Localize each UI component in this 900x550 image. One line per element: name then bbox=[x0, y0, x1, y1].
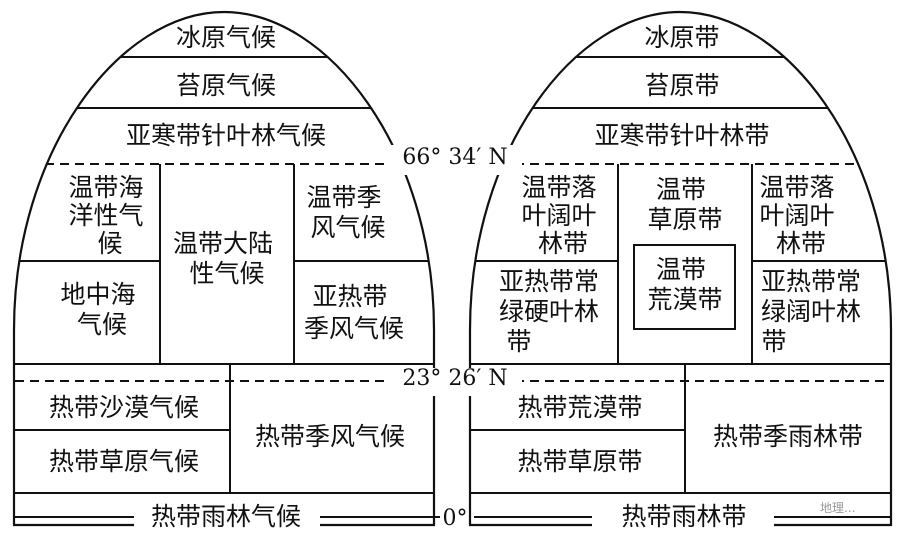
label-subarctic-climate: 亚寒带针叶林气候 bbox=[126, 121, 326, 150]
label-taiga-zone: 亚寒带针叶林带 bbox=[594, 121, 769, 150]
label-tropical-rainforest-climate: 热带雨林气候 bbox=[151, 502, 301, 531]
latitude-arctic-circle: 66° 34′ N bbox=[402, 145, 507, 170]
label-tundra-climate: 苔原气候 bbox=[176, 71, 276, 100]
label-temperate-continental-climate: 温带大陆 性气候 bbox=[173, 229, 281, 288]
equator-label-mask-left bbox=[134, 500, 320, 532]
label-temperate-grassland: 温带 草原带 bbox=[647, 175, 722, 234]
label-tropical-desert-climate: 热带沙漠气候 bbox=[49, 393, 199, 422]
label-subtropical-evergreen: 亚热带常 绿阔叶林 带 bbox=[761, 267, 869, 356]
latitude-tropic-of-cancer: 23° 26′ N bbox=[402, 366, 507, 391]
watermark: 地理... bbox=[820, 501, 855, 515]
label-temperate-deciduous-east: 温带落 叶阔叶 林带 bbox=[760, 173, 843, 258]
label-tropical-monsoon-climate: 热带季风气候 bbox=[255, 422, 405, 451]
label-subtropical-monsoon-climate: 亚热带 季风气候 bbox=[304, 282, 404, 343]
label-ice-sheet-zone: 冰原带 bbox=[644, 23, 719, 52]
label-temperate-deciduous-west: 温带落 叶阔叶 林带 bbox=[522, 173, 605, 258]
label-tropical-desert-zone: 热带荒漠带 bbox=[517, 393, 642, 422]
label-temperate-maritime-climate: 温带海 洋性气 候 bbox=[69, 173, 152, 258]
label-temperate-monsoon-climate: 温带季 风气候 bbox=[307, 183, 390, 242]
vegetation-panel: 冰原带 苔原带 亚寒带针叶林带 温带落 叶阔叶 林带 温带 草原带 温带 荒漠带… bbox=[468, 10, 893, 527]
label-tropical-savanna-climate: 热带草原气候 bbox=[49, 447, 199, 476]
temperate-desert-box bbox=[633, 244, 736, 330]
climate-outline bbox=[12, 10, 436, 527]
label-tropical-grassland-zone: 热带草原带 bbox=[517, 447, 642, 476]
climate-panel: 冰原气候 苔原气候 亚寒带针叶林气候 温带海 洋性气 候 地中海 气候 温带大陆… bbox=[12, 10, 436, 527]
vegetation-outline bbox=[468, 10, 893, 527]
label-tropical-seasonal-rainforest: 热带季雨林带 bbox=[713, 422, 863, 451]
label-mediterranean-climate: 地中海 气候 bbox=[61, 280, 144, 339]
arctic-label-mask bbox=[388, 145, 522, 175]
equator-label-mask-right bbox=[592, 500, 774, 532]
label-ice-cap-climate: 冰原气候 bbox=[176, 23, 276, 52]
label-subtropical-sclerophyll: 亚热带常 绿硬叶林 带 bbox=[499, 267, 607, 356]
label-temperate-desert: 温带 荒漠带 bbox=[647, 255, 722, 314]
label-tropical-rainforest-zone: 热带雨林带 bbox=[621, 502, 746, 531]
tropic-label-mask bbox=[388, 368, 522, 396]
latitude-equator: 0° bbox=[443, 506, 468, 531]
label-tundra-zone: 苔原带 bbox=[644, 71, 719, 100]
